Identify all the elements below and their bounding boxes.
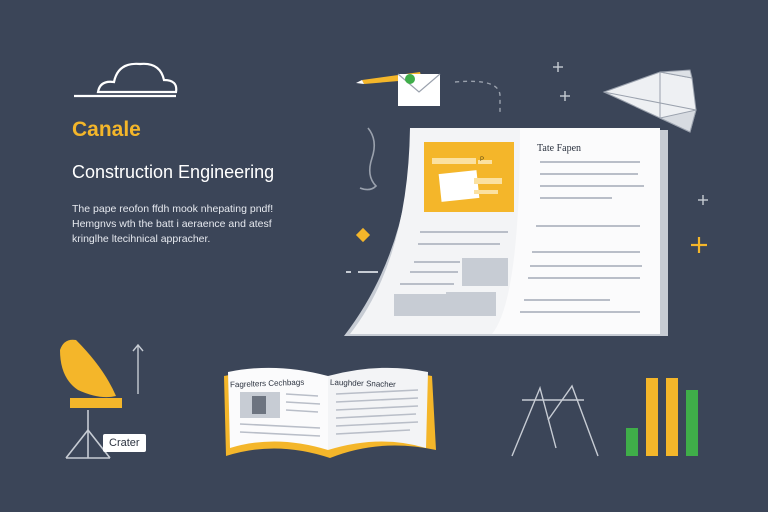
tripod-icon xyxy=(65,410,111,459)
document-stack xyxy=(344,128,668,336)
plus-icon xyxy=(691,237,707,253)
bar-chart-icon xyxy=(626,378,698,456)
open-book xyxy=(224,367,436,458)
truss-icon xyxy=(511,384,599,457)
headline: Construction Engineering xyxy=(72,162,275,182)
paper-bird-icon xyxy=(602,69,697,133)
dashed-path xyxy=(454,80,501,112)
satellite-dish-icon xyxy=(60,339,122,408)
curl-connector xyxy=(359,127,378,191)
description-text: The pape reofon ffdh mook nhepating pndf… xyxy=(72,203,274,245)
arrow-up-icon xyxy=(132,343,144,394)
envelope-icon xyxy=(397,73,441,106)
crater-badge: Crater xyxy=(103,434,146,452)
cloud-icon xyxy=(74,62,178,98)
paper-title: Tate Fapen xyxy=(537,143,582,154)
note-tag: P xyxy=(480,157,485,163)
diamond-icon xyxy=(355,227,371,243)
brand-title: Canale xyxy=(72,118,141,141)
plus-icon xyxy=(553,62,708,205)
